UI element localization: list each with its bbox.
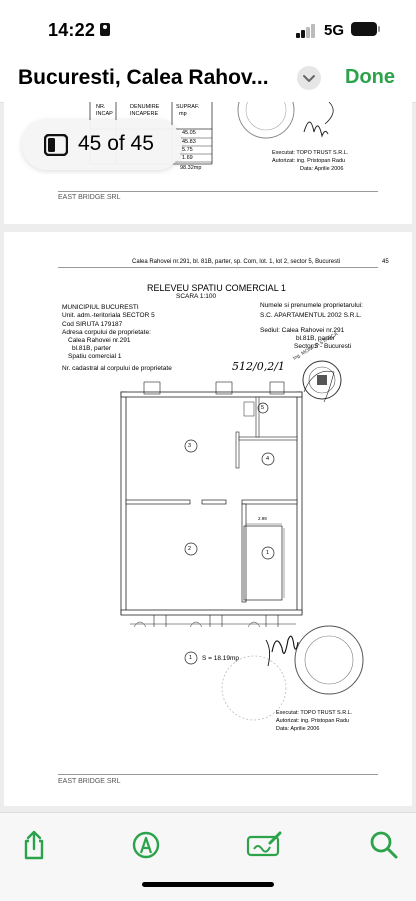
room-number-4: 4 (266, 456, 270, 462)
page-header: Calea Rahovei nr.291, bl. 81B, parter, s… (132, 259, 341, 265)
home-indicator (142, 882, 274, 887)
area-value: 1.69 (182, 155, 193, 161)
signature-icon[interactable] (246, 829, 284, 861)
page-counter-label: 45 of 45 (78, 132, 154, 155)
area-value: 45.05 (182, 130, 196, 136)
date-text: Data: Aprilie 2006 (276, 726, 320, 732)
sidebar-pages-icon (44, 134, 68, 156)
share-icon[interactable] (18, 829, 50, 861)
battery-icon (351, 22, 380, 36)
chevron-down-icon (303, 75, 315, 82)
info-line: bl.81B, parter (72, 345, 112, 352)
page-footer: EAST BRIDGE SRL (58, 194, 121, 201)
info-line: MUNICIPIUL BUCURESTI (62, 304, 139, 311)
page-counter[interactable]: 45 of 45 (22, 120, 182, 170)
floor-plan: Ing. MONICA STANCA (120, 331, 364, 721)
document-title[interactable]: Bucuresti, Calea Rahov... (18, 66, 269, 89)
svg-text:Ing. MONICA STANCA: Ing. MONICA STANCA (292, 331, 340, 362)
done-button[interactable]: Done (345, 66, 395, 88)
clock: 14:22 (48, 20, 96, 40)
info-line: Cod SIRUTA 179187 (62, 321, 123, 328)
area-value: 45.83 (182, 139, 196, 145)
legend-area: S = 18.19mp (202, 655, 240, 662)
info-line: Spatiu comercial 1 (68, 353, 122, 360)
area-total: 98.32mp (180, 165, 202, 171)
executant-text: Executat: TOPO TRUST S.R.L. (276, 710, 353, 716)
room-number-5: 5 (261, 405, 265, 411)
markup-pen-icon[interactable] (130, 829, 162, 861)
search-icon[interactable] (368, 829, 400, 861)
id-badge-icon (100, 23, 110, 36)
handwritten-number: 512/0,2/1 (232, 360, 285, 373)
info-line: Sector 5 - Bucuresti (294, 343, 352, 350)
room-number-2: 2 (188, 546, 192, 552)
network-type: 5G (324, 22, 345, 39)
page-footer: EAST BRIDGE SRL (58, 778, 121, 785)
bottom-toolbar (0, 812, 416, 901)
room-number-1: 1 (266, 550, 270, 556)
info-line: Unit. adm.-teritoriala SECTOR 5 (62, 312, 155, 319)
info-line: S.C. APARTAMENTUL 2002 S.R.L. (260, 312, 362, 319)
room-number-3: 3 (188, 443, 192, 449)
date-text: Data: Aprilie 2006 (300, 166, 344, 172)
status-bar: 14:22 5G (0, 0, 416, 56)
page-number: 45 (382, 259, 389, 265)
autorizat-text: Autorizat: ing. Pristopan Radu (276, 718, 350, 724)
document-page-45: Calea Rahovei nr.291, bl. 81B, parter, s… (4, 232, 412, 806)
info-line: Numele si prenumele proprietarului: (260, 302, 363, 309)
nav-bar: Bucuresti, Calea Rahov... Done (0, 56, 416, 103)
info-line: Calea Rahovei nr.291 (68, 337, 131, 344)
info-line: Sediul: Calea Rahovei nr.291 (260, 327, 345, 334)
autorizat-text: Autorizat: ing. Pristopan Radu (272, 158, 346, 164)
info-line: bl.81B, parter (296, 335, 336, 342)
drawing-title: RELEVEU SPATIU COMERCIAL 1 (147, 283, 286, 293)
dimension-label: 2.99 (258, 516, 267, 521)
info-line: Adresa corpului de proprietate: (62, 329, 151, 336)
cadastral-label: Nr. cadastral al corpului de proprietate (62, 365, 172, 372)
legend-room-number: 1 (189, 655, 193, 661)
executant-text: Executat: TOPO TRUST S.R.L. (272, 150, 349, 156)
area-value: 5.75 (182, 147, 193, 153)
drawing-scale: SCARA 1:100 (176, 293, 217, 300)
cellular-signal-icon (296, 24, 318, 38)
title-menu-button[interactable] (297, 66, 321, 90)
